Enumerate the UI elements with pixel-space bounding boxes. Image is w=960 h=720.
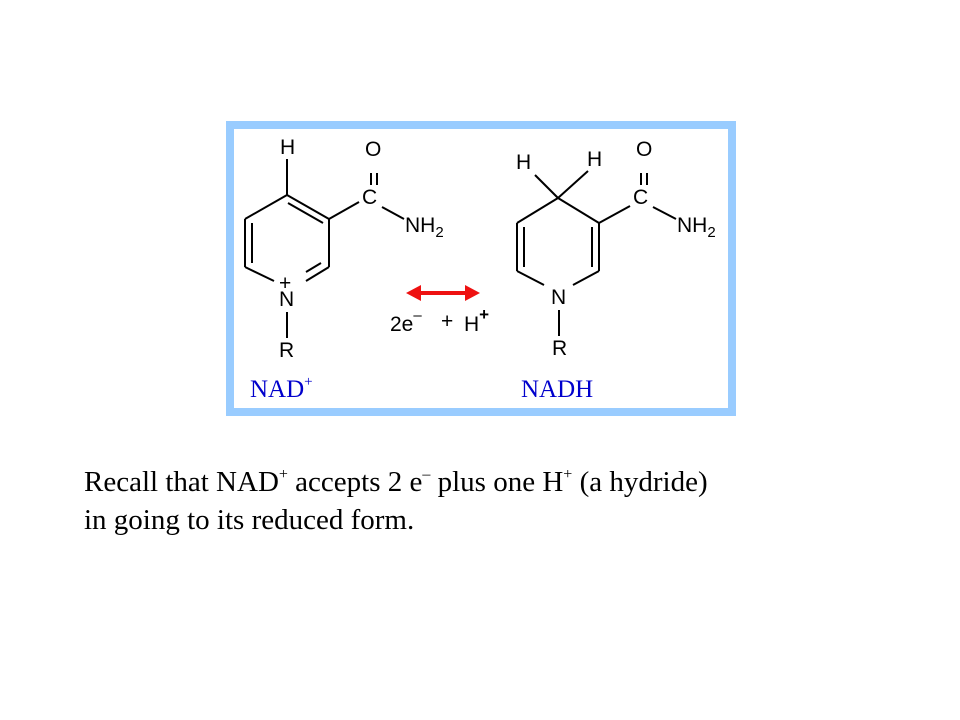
reaction-figure: H O C NH2 + N R NAD+ 2e– + H+ — [226, 121, 736, 416]
nadh-amide-label: NH2 — [677, 214, 716, 241]
nadh-name-label: NADH — [521, 376, 593, 403]
reaction-diagram: H O C NH2 + N R NAD+ 2e– + H+ — [226, 121, 736, 416]
nad-ring-charge-label: + — [279, 272, 291, 295]
caption-line-1: Recall that NAD+ accepts 2 e– plus one H… — [84, 466, 708, 498]
figure-frame — [226, 121, 736, 416]
nadh-carbonyl-c-label: C — [633, 186, 648, 209]
reagent-electrons-label: 2e– — [390, 307, 422, 336]
nadh-structure — [516, 170, 677, 336]
nad-r-group-label: R — [279, 339, 294, 362]
nad-plus-structure — [244, 159, 405, 338]
nad-name-label: NAD+ — [250, 374, 313, 403]
caption-text: Recall that NAD+ accepts 2 e– plus one H… — [84, 463, 944, 539]
reaction-arrow — [406, 285, 480, 301]
nadh-other-h-label: H — [587, 148, 602, 171]
nad-ring-n-label: N — [279, 288, 294, 311]
caption-line-2: in going to its reduced form. — [84, 504, 415, 536]
reagent-plus-label: + — [441, 310, 453, 333]
nad-carbonyl-o-label: O — [365, 138, 381, 161]
reagent-proton-label: H+ — [464, 305, 489, 336]
nad-amide-label: NH2 — [405, 214, 444, 241]
nadh-hydride-h-label: H — [516, 151, 531, 174]
nadh-carbonyl-o-label: O — [636, 138, 652, 161]
nad-top-h-label: H — [280, 136, 295, 159]
nadh-r-group-label: R — [552, 337, 567, 360]
nadh-ring-n-label: N — [551, 286, 566, 309]
nad-carbonyl-c-label: C — [362, 186, 377, 209]
